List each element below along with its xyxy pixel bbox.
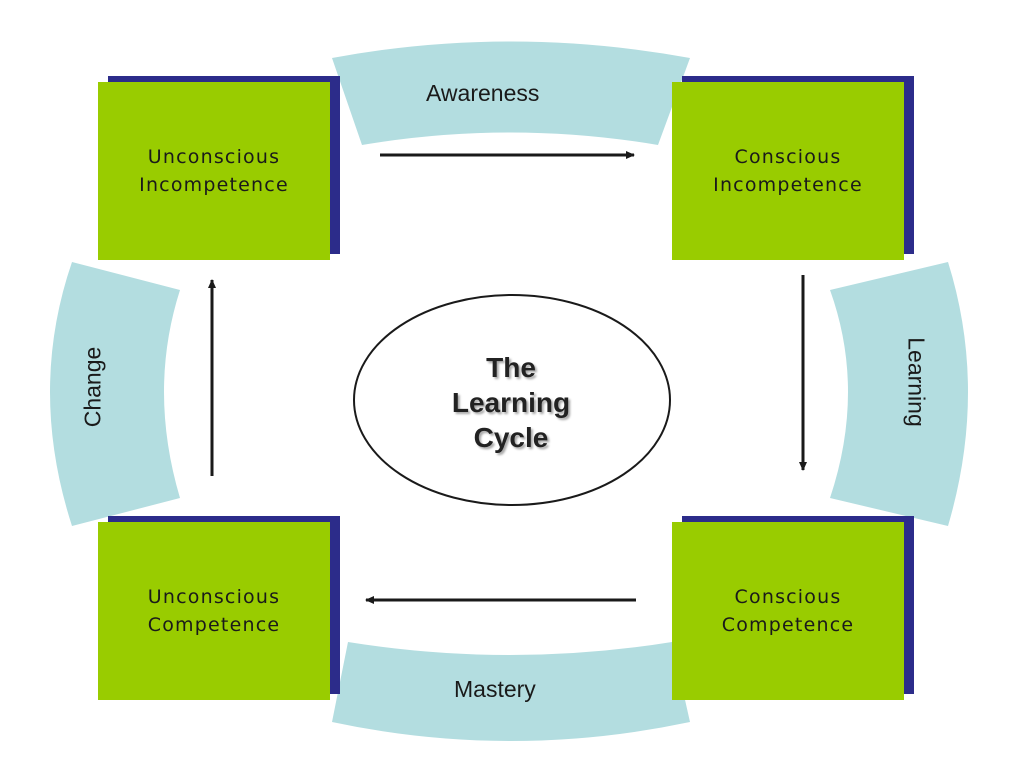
stage-label-line: Unconscious [147,586,281,608]
center-title-line: Cycle [473,422,549,453]
stage-conscious-incompetence: Conscious Incompetence [672,82,904,260]
stage-label-line: Incompetence [139,174,289,196]
transition-label-change: Change [79,346,106,428]
mastery-band [332,642,690,741]
stage-unconscious-competence: Unconscious Competence [98,522,330,700]
stage-conscious-competence: Conscious Competence [672,522,904,700]
stage-label: Conscious Incompetence [713,143,863,199]
stage-label: Unconscious Competence [148,583,280,639]
center-title: The Learning Cycle [395,350,627,455]
stage-label-line: Unconscious [147,146,281,168]
stage-label-line: Competence [147,614,281,636]
stage-label-line: Conscious [734,146,842,168]
stage-label-line: Competence [721,614,855,636]
stage-label-line: Conscious [734,586,842,608]
stage-label-line: Incompetence [713,174,863,196]
change-band [50,262,180,526]
stage-unconscious-incompetence: Unconscious Incompetence [98,82,330,260]
learning-band [830,262,968,526]
center-title-line: The [486,352,536,383]
center-title-line: Learning [451,387,571,418]
transition-label-mastery: Mastery [454,676,536,702]
awareness-band [332,41,690,145]
transition-label-learning: Learning [903,337,930,427]
center-ellipse [353,294,671,506]
transition-label-awareness: Awareness [426,80,540,106]
stage-label: Unconscious Incompetence [139,143,289,199]
stage-label: Conscious Competence [722,583,854,639]
